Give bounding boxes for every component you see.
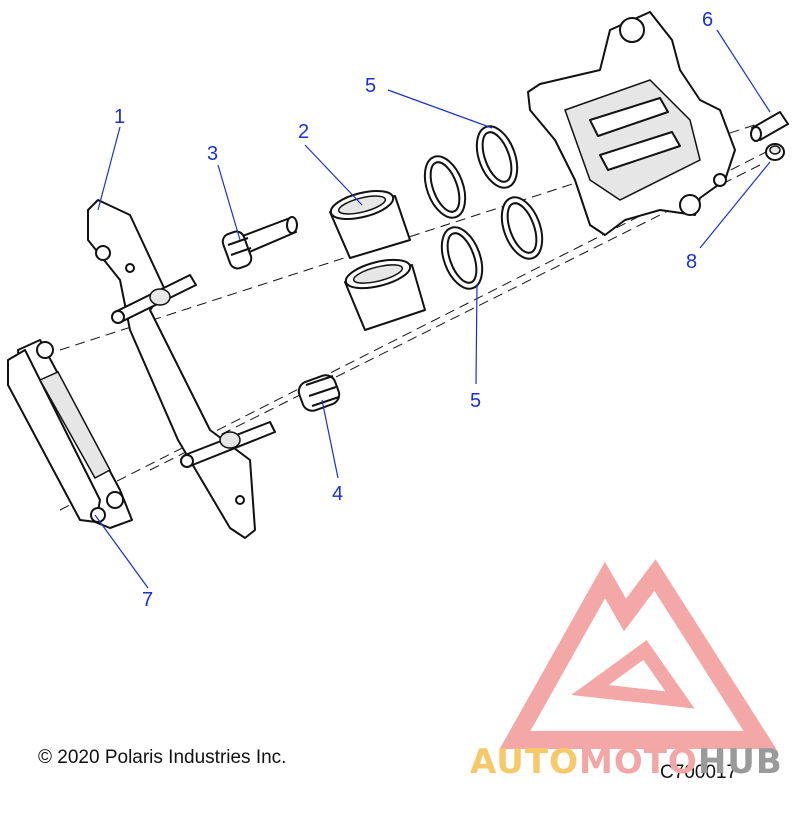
callout-2: 2 [298,121,309,143]
lower-boot [297,374,341,412]
callout-4: 4 [332,483,343,505]
watermark-moto: MOTO [578,742,698,782]
brake-pad-assembly [7,339,133,529]
callout-7: 7 [142,589,153,611]
bleeder-screw [750,111,789,142]
callout-5-lower: 5 [470,390,481,412]
callout-8: 8 [686,251,697,273]
watermark-logo-icon [499,559,777,749]
callout-5-upper: 5 [365,75,376,97]
callout-labels: 1 2 3 4 5 5 6 7 8 [114,9,713,611]
watermark-wordmark: AUTOMOTOHUB [470,742,783,782]
callout-3: 3 [207,143,218,165]
leader-lines [94,29,771,589]
callout-1: 1 [114,106,125,128]
copyright-text: © 2020 Polaris Industries Inc. [38,747,287,768]
bleeder-cap [765,143,785,161]
piston-upper [329,190,411,259]
seal-rings [423,125,544,290]
watermark-auto: AUTO [470,742,579,782]
watermark-hub: HUB [697,742,783,782]
guide-pin-boot [221,216,298,270]
figure-code: C700017 [660,762,738,783]
mounting-bracket [87,199,276,539]
piston-lower [344,258,426,331]
callout-6: 6 [702,9,713,31]
caliper-body [527,11,736,236]
